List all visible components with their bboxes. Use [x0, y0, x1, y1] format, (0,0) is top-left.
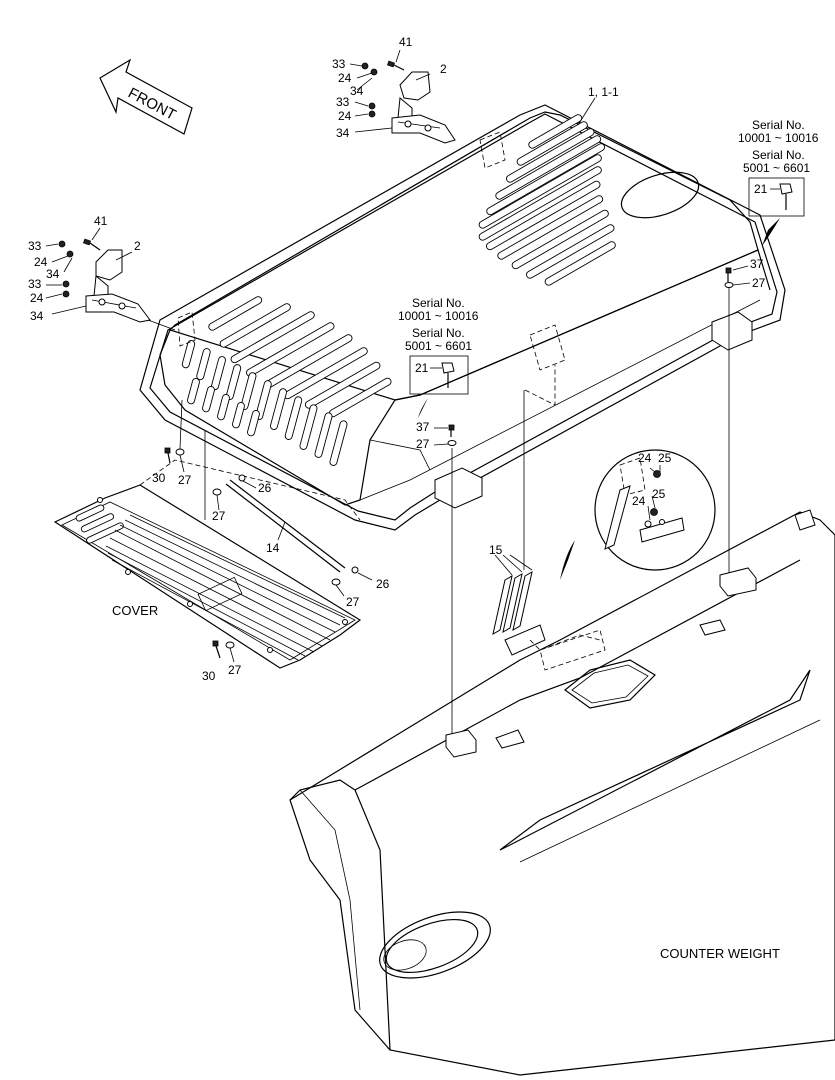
front-arrow-label: FRONT: [125, 85, 179, 124]
part-37-right: 37: [750, 257, 764, 271]
hood-vent-slots-rear: [478, 114, 616, 286]
serial-right-line4: 5001 ~ 6601: [743, 161, 810, 175]
part-24-a: 24: [338, 71, 352, 85]
bolt-37-mid: [433, 424, 457, 735]
serial-callout-right: Serial No. 10001 ~ 10016 Serial No. 5001…: [738, 118, 819, 246]
counter-weight-label: COUNTER WEIGHT: [660, 946, 780, 961]
part-27-cover-top: 27: [178, 473, 192, 487]
part-24-d: 24: [30, 291, 44, 305]
part-34-c: 34: [46, 267, 60, 281]
part-27-right: 27: [752, 276, 766, 290]
serial-right-line3: Serial No.: [752, 148, 805, 162]
part-33-b: 33: [336, 95, 350, 109]
part-27-rod-right: 27: [346, 595, 360, 609]
detail-circle: [560, 449, 716, 580]
part-27-rod-left: 27: [212, 509, 226, 523]
part-30-top: 30: [152, 471, 166, 485]
serial-mid-line2: 10001 ~ 10016: [398, 309, 479, 323]
part-24-detail-mid: 24: [632, 494, 646, 508]
cover-label: COVER: [112, 603, 158, 618]
part-25-detail-top: 25: [658, 451, 672, 465]
part-34-d: 34: [30, 309, 44, 323]
part-25-detail-mid: 25: [652, 487, 666, 501]
serial-right-line2: 10001 ~ 10016: [738, 131, 819, 145]
part-24-detail-top: 24: [638, 451, 652, 465]
part-14: 14: [266, 541, 280, 555]
bolt-30-cover-bottom: [212, 640, 235, 663]
part-30-bottom: 30: [202, 669, 216, 683]
serial-mid-line1: Serial No.: [412, 296, 465, 310]
hinge-assembly-top: [349, 49, 456, 144]
serial-right-line1: Serial No.: [752, 118, 805, 132]
part-24-c: 24: [34, 255, 48, 269]
part-15: 15: [489, 543, 503, 557]
hood-part-number: 1, 1-1: [588, 85, 619, 99]
serial-mid-line3: Serial No.: [412, 326, 465, 340]
part-33-d: 33: [28, 277, 42, 291]
part-2-top: 2: [440, 62, 447, 76]
counter-weight: [289, 509, 835, 1076]
part-33-c: 33: [28, 239, 42, 253]
serial-callout-mid: Serial No. 10001 ~ 10016 Serial No. 5001…: [398, 296, 479, 418]
support-rod-14: [212, 474, 373, 597]
engine-hood: [139, 104, 786, 531]
hood-vent-slots-front: [208, 296, 392, 418]
bottom-cover: [53, 430, 362, 669]
bolt-30-cover-top: [164, 399, 185, 473]
gas-springs-15: [492, 390, 606, 671]
hinge-assembly-left: [45, 227, 176, 331]
part-34-a: 34: [350, 84, 364, 98]
part-37-mid: 37: [416, 420, 430, 434]
part-27-mid: 27: [416, 437, 430, 451]
bolt-37-right: [724, 265, 751, 578]
part-33-a: 33: [332, 57, 346, 71]
part-41-left: 41: [94, 214, 108, 228]
part-27-cover-bottom: 27: [228, 663, 242, 677]
part-41-top: 41: [399, 35, 413, 49]
part-21-mid: 21: [415, 361, 429, 375]
part-26-top: 26: [258, 481, 272, 495]
serial-mid-line4: 5001 ~ 6601: [405, 339, 472, 353]
part-24-b: 24: [338, 109, 352, 123]
hood-side-slots: [181, 340, 348, 466]
part-2-left: 2: [134, 239, 141, 253]
part-34-b: 34: [336, 126, 350, 140]
front-arrow: FRONT: [99, 58, 193, 135]
part-26-bottom: 26: [376, 577, 390, 591]
part-21-right: 21: [754, 182, 768, 196]
